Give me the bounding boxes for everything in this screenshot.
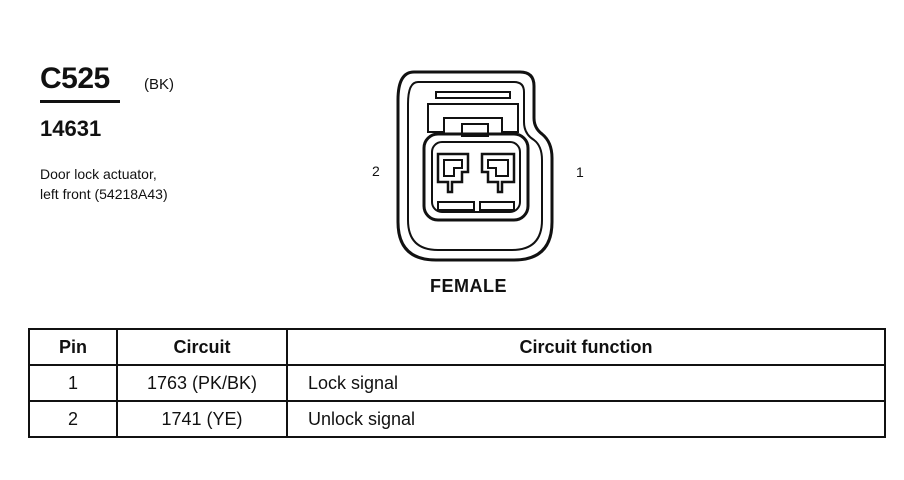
table-row: 2 1741 (YE) Unlock signal: [28, 400, 886, 438]
cavity-block-inner: [431, 141, 521, 213]
connector-color: (BK): [144, 76, 174, 93]
terminal-pin-1: [480, 152, 516, 194]
table-row: 1 1763 (PK/BK) Lock signal: [28, 364, 886, 402]
housing-inner: [407, 81, 543, 251]
header-circuit-function: Circuit function: [286, 328, 886, 366]
connector-id-underline: [40, 100, 120, 103]
description-line-1: Door lock actuator,: [40, 166, 157, 182]
latch: [435, 91, 511, 99]
pin-table-header-row: Pin Circuit Circuit function: [28, 328, 886, 366]
connector-gender-label: FEMALE: [430, 276, 507, 296]
bottom-rail-right: [479, 201, 515, 211]
pin-label-1: 1: [576, 164, 584, 180]
bottom-rail-left: [437, 201, 475, 211]
cell-pin: 2: [28, 400, 118, 438]
terminal-pin-1-slot: [487, 159, 509, 177]
latch-frame: [427, 103, 519, 133]
pin-label-2: 2: [372, 163, 380, 179]
connector-description: Door lock actuator, left front (54218A43…: [40, 164, 168, 204]
cell-circuit: 1741 (YE): [116, 400, 288, 438]
cell-circuit: 1763 (PK/BK): [116, 364, 288, 402]
part-number: 14631: [40, 116, 102, 141]
latch-tab: [461, 123, 489, 137]
cell-function: Lock signal: [286, 364, 886, 402]
terminal-pin-2: [436, 152, 470, 194]
connector-face-drawing: [396, 70, 554, 262]
housing-outer: [396, 70, 554, 262]
pin-table: Pin Circuit Circuit function 1 1763 (PK/…: [28, 328, 886, 438]
cavity-block: [422, 132, 530, 222]
header-pin: Pin: [28, 328, 118, 366]
cell-pin: 1: [28, 364, 118, 402]
cell-function: Unlock signal: [286, 400, 886, 438]
description-line-2: left front (54218A43): [40, 186, 168, 202]
connector-id: C525: [40, 62, 110, 95]
terminal-pin-2-slot: [443, 159, 463, 177]
header-circuit: Circuit: [116, 328, 288, 366]
